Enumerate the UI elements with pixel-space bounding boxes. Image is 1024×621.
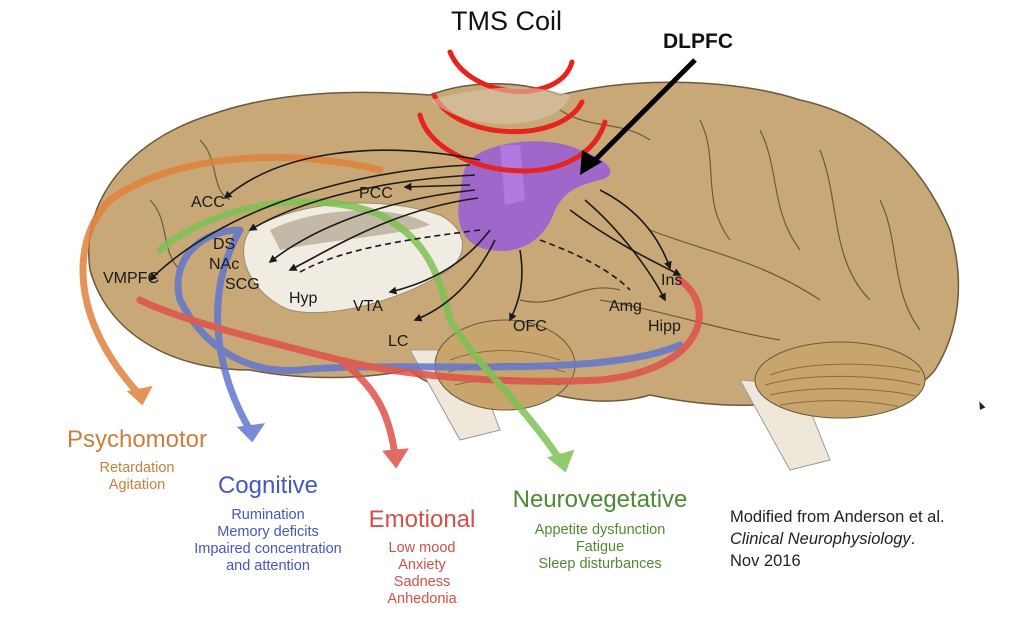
region-label-hipp: Hipp: [648, 318, 681, 335]
symptom-item: Agitation: [108, 477, 166, 493]
symptom-item: Sleep disturbances: [538, 556, 662, 572]
sulci: [149, 109, 921, 341]
category-heading: Cognitive: [217, 472, 319, 499]
dlpfc-pointer-arrow: [588, 58, 697, 167]
symptom-item: Retardation: [99, 460, 175, 476]
citation-authors: Modified from Anderson et al.: [730, 508, 945, 526]
tms-coil-title: TMS Coil: [451, 6, 563, 36]
neurovegetative-pathway: [156, 198, 564, 464]
dashed-connection-amg: [539, 239, 631, 291]
region-label-hyp: Hyp: [289, 290, 318, 307]
dlpfc-highlight: [500, 145, 525, 205]
category-heading: Psychomotor: [66, 426, 208, 453]
symptom-item: Appetite dysfunction: [534, 522, 666, 538]
category-neurovegetative: Neurovegetative Appetite dysfunction Fat…: [490, 486, 710, 573]
category-cognitive: Cognitive Rumination Memory deficits Imp…: [168, 472, 368, 575]
coil-shadow: [430, 87, 570, 124]
region-label-pcc: PCC: [359, 185, 393, 202]
neurovegetative-arrowhead: [546, 449, 575, 473]
region-label-amg: Amg: [609, 298, 642, 315]
region-label-acc: ACC: [191, 194, 225, 211]
citation-journal: Clinical Neurophysiology: [730, 530, 911, 548]
region-label-scg: SCG: [225, 276, 260, 293]
region-label-lc: LC: [388, 333, 409, 350]
symptom-item: Anhedonia: [387, 591, 457, 607]
region-label-vmpfc: VMPFC: [103, 270, 159, 287]
symptom-item: Impaired concentration: [194, 541, 342, 557]
emotional-arrowhead: [382, 448, 409, 469]
dlpfc-pointer-head: [580, 150, 602, 175]
symptom-item: Fatigue: [575, 539, 625, 555]
symptom-item: Low mood: [388, 540, 456, 556]
citation-period: .: [910, 530, 916, 548]
region-label-vta: VTA: [353, 298, 383, 315]
symptom-item: Anxiety: [398, 557, 446, 573]
citation-date: Nov 2016: [730, 552, 801, 570]
cognitive-pathway: [174, 226, 684, 434]
cerebellum-right: [754, 341, 926, 419]
symptom-item: Sadness: [393, 574, 451, 590]
region-label-ofc: OFC: [513, 318, 547, 335]
category-heading: Emotional: [368, 506, 476, 533]
dlpfc-connections: [148, 149, 682, 322]
symptom-item: Memory deficits: [217, 524, 319, 540]
citation: Modified from Anderson et al. Clinical N…: [730, 506, 945, 572]
psychomotor-arrowhead: [126, 385, 153, 406]
category-emotional: Emotional Low mood Anxiety Sadness Anhed…: [352, 506, 492, 608]
symptom-item: Rumination: [231, 507, 305, 523]
region-label-ds: DS: [213, 236, 236, 253]
region-label-nac: NAc: [209, 256, 240, 273]
category-heading: Neurovegetative: [512, 486, 688, 513]
psychomotor-pathway: [79, 154, 384, 399]
region-label-ins: Ins: [661, 272, 683, 289]
emotional-pathway: [136, 276, 703, 459]
cognitive-arrowhead: [236, 423, 266, 443]
category-psychomotor: Psychomotor Retardation Agitation: [52, 426, 222, 494]
cerebellum-folia: [447, 350, 921, 408]
symptom-item: and attention: [226, 558, 310, 574]
dlpfc-label: DLPFC: [663, 30, 733, 53]
